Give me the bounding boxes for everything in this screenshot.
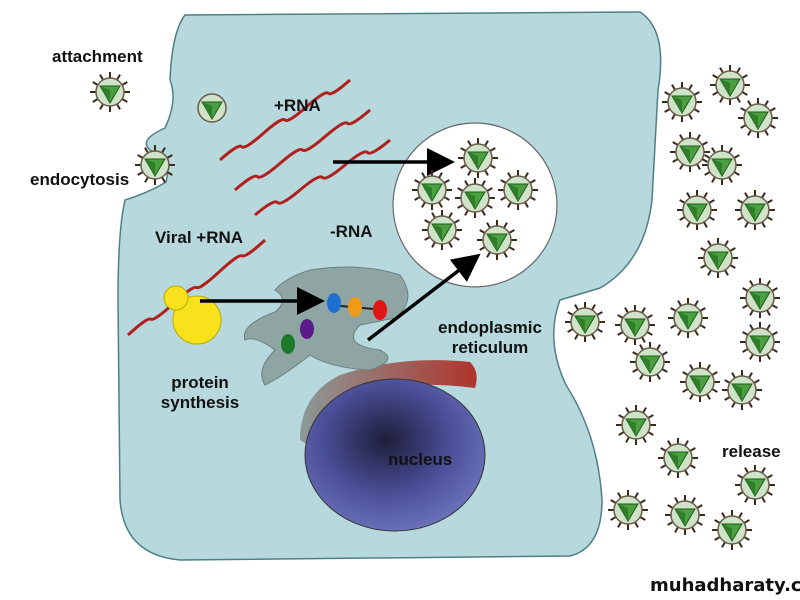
protein-red (373, 300, 387, 320)
label-endocytosis: endocytosis (30, 170, 130, 189)
virus-particle (455, 178, 495, 218)
virus-particle (740, 322, 780, 362)
virus-particle (665, 495, 705, 535)
virus-particle (712, 510, 752, 550)
virus-particle (135, 145, 175, 185)
protein-orange (348, 297, 362, 317)
virus-particle (458, 138, 498, 178)
ribosome-large (172, 295, 222, 345)
virus-particle (197, 93, 227, 123)
virus-particle (722, 370, 762, 410)
virus-particle (680, 362, 720, 402)
rna-strand (219, 78, 351, 162)
ribosome-small (163, 285, 189, 311)
virus-particle (662, 82, 702, 122)
virus-particle (702, 145, 742, 185)
rna-strands (126, 78, 391, 337)
virus-particle (658, 438, 698, 478)
virus-particle (710, 65, 750, 105)
virus-particle (498, 170, 538, 210)
virus-particle (677, 190, 717, 230)
protein-purple (300, 319, 314, 339)
virus-particle (735, 190, 775, 230)
rna-strand (234, 108, 371, 192)
watermark: muhadharaty.com (650, 575, 800, 596)
virus-particles (90, 65, 780, 550)
virus-particle (735, 465, 775, 505)
virus-particle (668, 298, 708, 338)
rna-strand (254, 138, 391, 217)
rna-strand (126, 238, 267, 337)
virus-particle (477, 220, 517, 260)
virus-particle (630, 342, 670, 382)
virus-particle (422, 210, 462, 250)
virus-particle (698, 238, 738, 278)
arrow-assembly (366, 253, 481, 342)
virus-particle (565, 302, 605, 342)
er-tail (300, 360, 477, 445)
virus-particle (740, 278, 780, 318)
label-minus-rna: -RNA (330, 222, 373, 241)
virus-particle (616, 405, 656, 445)
label-nucleus: nucleus (388, 450, 453, 469)
protein-blue (327, 293, 341, 313)
nucleus (304, 378, 486, 532)
label-attachment: attachment (52, 47, 143, 66)
endoplasmic-reticulum (243, 266, 409, 386)
protein-green (281, 334, 295, 354)
label-release: release (722, 442, 781, 461)
virus-particle (615, 305, 655, 345)
virus-particle (738, 98, 778, 138)
label-endoplasmic-reticulum: endoplasmic reticulum (438, 318, 542, 357)
label-viral-plus-rna: Viral +RNA (155, 228, 244, 247)
virus-particle (90, 72, 130, 112)
label-protein-synthesis: protein synthesis (160, 373, 240, 412)
virus-particle (608, 490, 648, 530)
virus-particle (412, 170, 452, 210)
label-plus-rna: +RNA (274, 96, 321, 115)
virus-particle (670, 132, 710, 172)
